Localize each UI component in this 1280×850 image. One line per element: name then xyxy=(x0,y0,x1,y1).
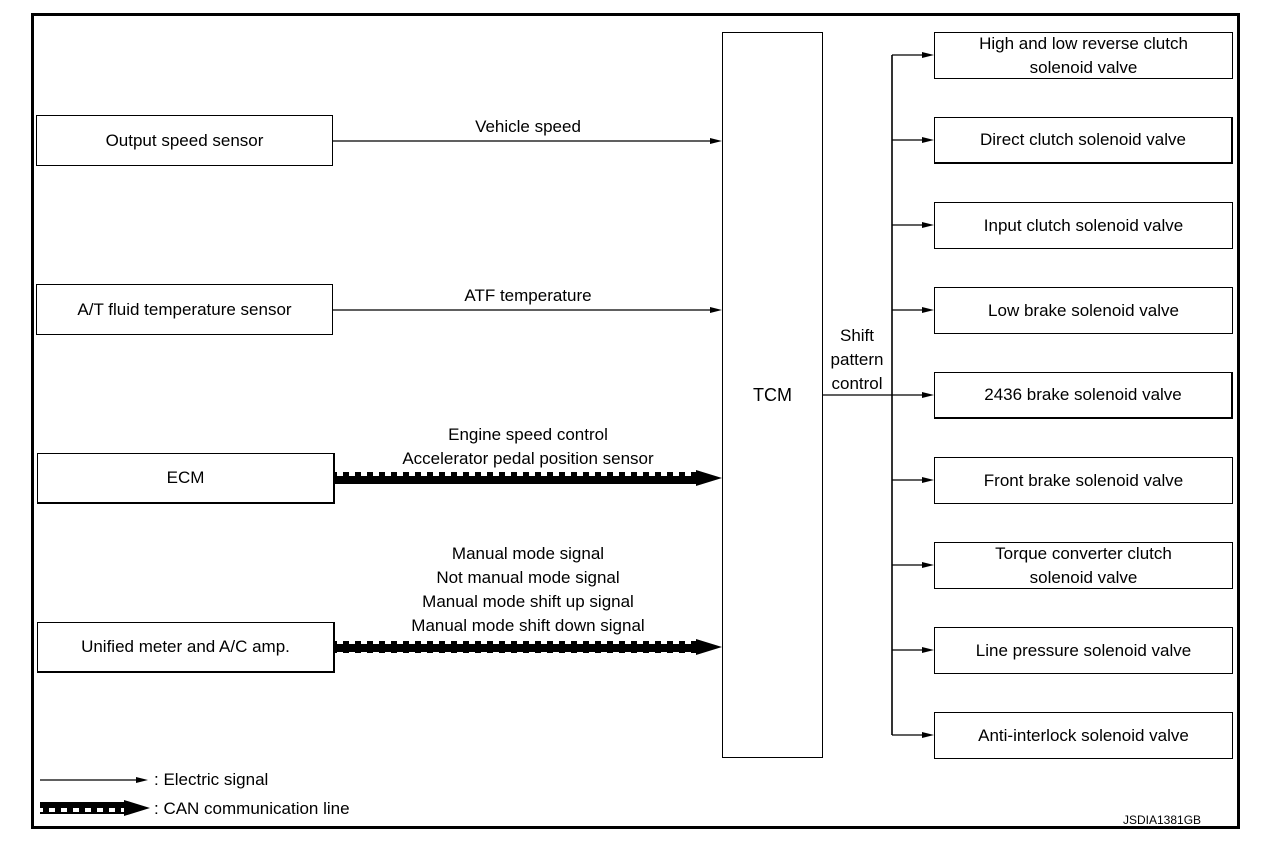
output-connector-4-arrowhead xyxy=(922,392,934,398)
legend-electric-arrowhead xyxy=(136,777,148,783)
output-box-front-brake: Front brake solenoid valve xyxy=(934,457,1233,504)
output-label: High and low reverse clutch solenoid val… xyxy=(979,33,1188,77)
input-label: Unified meter and A/C amp. xyxy=(81,637,290,656)
output-connector-3-arrowhead xyxy=(922,307,934,313)
input-label: Output speed sensor xyxy=(105,130,264,150)
output-box-2436-brake: 2436 brake solenoid valve xyxy=(934,372,1233,419)
input-connector-2-line xyxy=(335,472,702,484)
tcm-box: TCM xyxy=(722,32,823,758)
output-label: Direct clutch solenoid valve xyxy=(980,130,1186,149)
signal-label-not-manual-mode: Not manual mode signal xyxy=(436,568,620,587)
signal-label-shift-down: Manual mode shift down signal xyxy=(411,616,645,635)
input-connector-1-arrowhead xyxy=(710,307,722,313)
input-connector-0-arrowhead xyxy=(710,138,722,144)
figure-code: JSDIA1381GB xyxy=(1123,813,1202,827)
diagram-frame xyxy=(31,13,1240,829)
input-connector-3-arrowhead xyxy=(696,639,722,655)
input-connector-2-arrowhead xyxy=(696,470,722,486)
input-label: A/T fluid temperature sensor xyxy=(77,299,292,319)
signal-label-atf-temperature: ATF temperature xyxy=(464,286,592,305)
input-box-unified-meter: Unified meter and A/C amp. xyxy=(37,622,335,673)
output-connector-7-arrowhead xyxy=(922,647,934,653)
output-box-input-clutch: Input clutch solenoid valve xyxy=(934,202,1233,249)
input-box-output-speed-sensor: Output speed sensor xyxy=(36,115,333,166)
signal-label-manual-mode: Manual mode signal xyxy=(451,544,605,563)
output-label: Torque converter clutch solenoid valve xyxy=(995,543,1172,587)
output-connector-2-arrowhead xyxy=(922,222,934,228)
output-label: Anti-interlock solenoid valve xyxy=(978,725,1189,745)
output-connector-8-arrowhead xyxy=(922,732,934,738)
output-connector-6-arrowhead xyxy=(922,562,934,568)
signal-label-accelerator-pedal: Accelerator pedal position sensor xyxy=(402,449,654,468)
output-box-line-pressure: Line pressure solenoid valve xyxy=(934,627,1233,674)
output-label: Input clutch solenoid valve xyxy=(983,215,1184,235)
output-connector-0-arrowhead xyxy=(922,52,934,58)
input-label: ECM xyxy=(166,468,205,487)
output-box-low-brake: Low brake solenoid valve xyxy=(934,287,1233,334)
output-box-torque-converter-clutch: Torque converter clutch solenoid valve xyxy=(934,542,1233,589)
signal-label-shift-pattern-control: Shift pattern control xyxy=(830,326,884,393)
output-connector-5-arrowhead xyxy=(922,477,934,483)
output-label: 2436 brake solenoid valve xyxy=(984,385,1182,404)
tcm-label: TCM xyxy=(753,385,792,405)
legend-electric-label: : Electric signal xyxy=(154,770,269,789)
output-box-direct-clutch: Direct clutch solenoid valve xyxy=(934,117,1233,164)
output-label: Line pressure solenoid valve xyxy=(975,640,1192,660)
legend-can-line xyxy=(40,802,130,814)
input-box-atf-temp-sensor: A/T fluid temperature sensor xyxy=(36,284,333,335)
signal-label-shift-up: Manual mode shift up signal xyxy=(422,592,634,611)
output-box-high-low-reverse-clutch: High and low reverse clutch solenoid val… xyxy=(934,32,1233,79)
signal-label-engine-speed-control: Engine speed control xyxy=(448,425,608,444)
signal-label-vehicle-speed: Vehicle speed xyxy=(475,117,581,136)
output-connector-1-arrowhead xyxy=(922,137,934,143)
input-connector-3-line xyxy=(335,641,702,653)
input-box-ecm: ECM xyxy=(37,453,335,504)
legend-can-label: : CAN communication line xyxy=(154,799,350,818)
legend-can-arrowhead xyxy=(124,800,150,816)
output-box-anti-interlock: Anti-interlock solenoid valve xyxy=(934,712,1233,759)
output-label: Front brake solenoid valve xyxy=(983,470,1184,490)
output-label: Low brake solenoid valve xyxy=(988,300,1179,320)
